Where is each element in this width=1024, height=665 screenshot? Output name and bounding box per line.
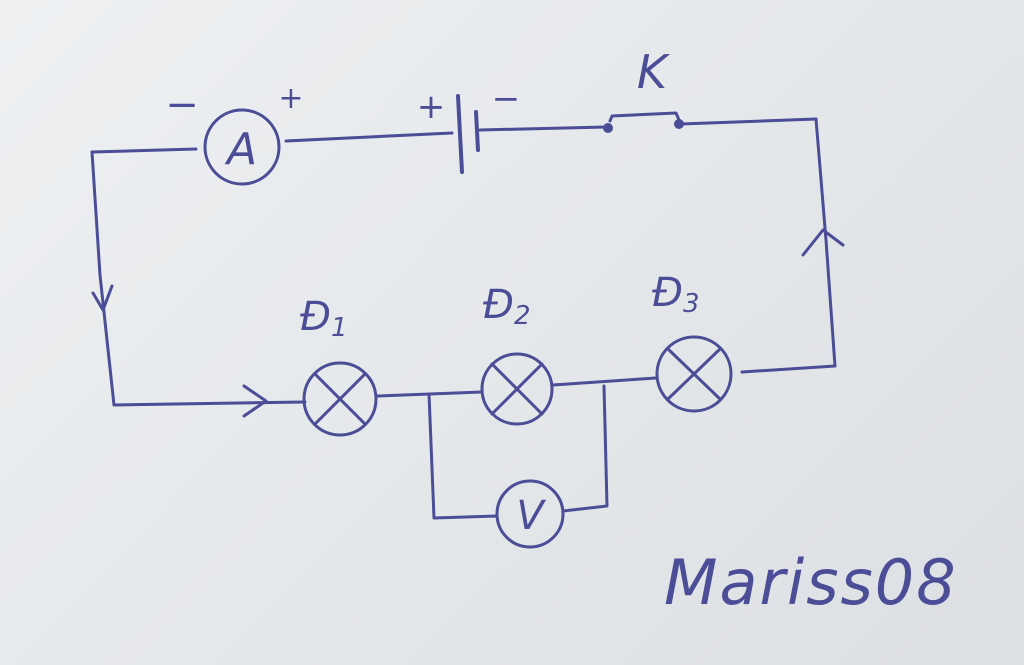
lamp-3-label: Đ3 [652,270,700,319]
ammeter-circle [203,108,281,186]
battery: + − [417,79,521,174]
battery-plus-sign: + [417,87,446,127]
arrow-right-icon [242,384,268,418]
voltmeter: V [495,479,565,549]
switch-left-contact [603,123,613,133]
arrow-down-icon [91,284,114,312]
arrow-up-icon [801,228,845,257]
lamp-2-subscript: 2 [514,301,531,331]
lamp-3-subscript: 3 [683,289,700,319]
lamp-3-circle [655,335,733,413]
lamp-2-circle [480,352,554,426]
ammeter: A − + [165,81,304,186]
wire-right-side [740,117,837,374]
switch-blade [608,111,681,123]
wire-top-left [90,147,198,154]
voltmeter-symbol: V [516,493,546,539]
switch-k: K [603,45,684,133]
lamp-1-circle [302,361,378,437]
ammeter-plus-sign: + [278,81,303,116]
battery-minus-sign: − [492,79,521,119]
battery-short-plate [474,110,480,152]
lamp-2-cross [490,362,544,416]
lamp-2-label: Đ2 [483,282,531,331]
lamp-1-subscript: 1 [331,313,348,343]
wire-voltmeter-branch [427,384,609,520]
signature: Mariss08 [664,546,958,619]
lamp-1: Đ1 [300,294,378,437]
wire-battery-to-switch [478,125,608,132]
lamp-2: Đ2 [480,282,554,426]
ammeter-symbol: A [224,124,257,175]
switch-right-contact [674,119,684,129]
wire-lamp2-to-lamp3 [551,376,658,387]
lamp-3-cross [666,347,722,401]
battery-long-plate [456,94,464,174]
switch-label: K [637,45,671,99]
ammeter-minus-sign: − [165,82,199,128]
wire-ammeter-to-battery [284,131,454,143]
lamp-3: Đ3 [652,270,733,413]
lamp-1-label: Đ1 [300,294,348,343]
wire-left-side [90,150,307,407]
wire-switch-to-right [679,117,818,126]
voltmeter-circle [495,479,565,549]
lamp-1-cross [313,372,367,426]
